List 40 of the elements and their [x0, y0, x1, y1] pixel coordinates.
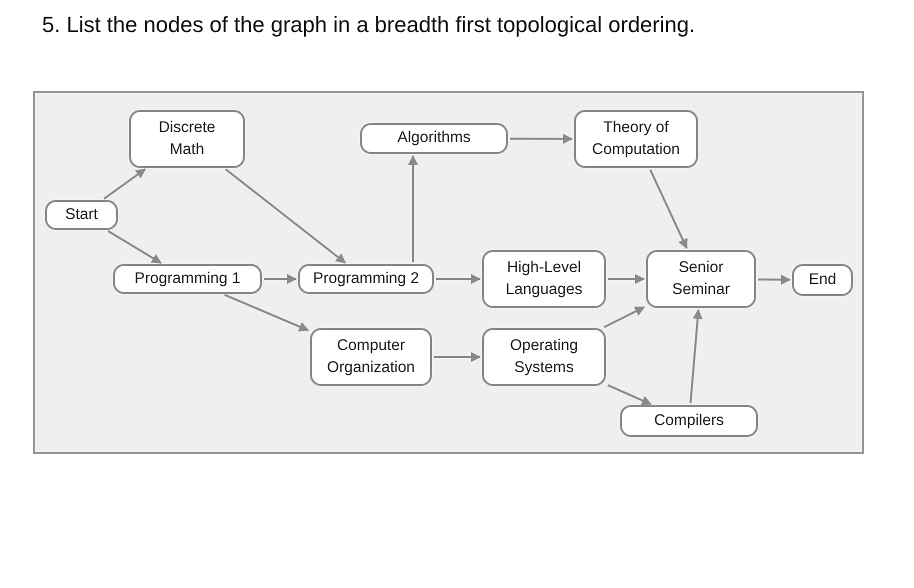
- rounded-box: [129, 110, 245, 168]
- arrow: [108, 230, 162, 264]
- rounded-box: [792, 264, 853, 296]
- node-label: High-Level Languages: [504, 258, 584, 300]
- rounded-box: [45, 200, 118, 230]
- arrow: [604, 306, 646, 328]
- arrow: [510, 134, 573, 144]
- rounded-box: [298, 264, 434, 294]
- node-label: Start: [65, 204, 98, 225]
- rounded-box: [482, 250, 606, 308]
- node-label: Operating Systems: [508, 336, 580, 378]
- arrow: [264, 274, 297, 284]
- rounded-box: [646, 250, 756, 308]
- node-label: End: [808, 270, 836, 290]
- rounded-box: [360, 123, 508, 154]
- arrow: [758, 274, 791, 285]
- node-label: Programming 2: [313, 268, 419, 289]
- arrow: [608, 274, 645, 284]
- arrow: [225, 168, 346, 264]
- rounded-box: [620, 405, 758, 437]
- node-label: Algorithms: [397, 128, 471, 148]
- arrow: [607, 384, 652, 406]
- node-label: Senior Seminar: [671, 258, 731, 300]
- node-label: Programming 1: [134, 268, 240, 289]
- node-label: Compilers: [654, 410, 724, 431]
- node-label: Theory of Computation: [591, 118, 681, 160]
- arrow: [224, 294, 310, 332]
- rounded-box: [113, 264, 262, 294]
- rounded-box: [310, 328, 432, 386]
- arrow: [103, 168, 146, 200]
- arrow: [649, 169, 688, 250]
- question-text: 5. List the nodes of the graph in a breadth first topological ordering.: [42, 12, 696, 38]
- arrow: [434, 352, 481, 362]
- arrow: [436, 274, 481, 284]
- node-label: Computer Organization: [326, 336, 416, 378]
- arrow: [408, 155, 418, 262]
- node-label: Discrete Math: [158, 118, 216, 160]
- rounded-box: [482, 328, 606, 386]
- rounded-box: [574, 110, 698, 168]
- arrow: [690, 309, 703, 404]
